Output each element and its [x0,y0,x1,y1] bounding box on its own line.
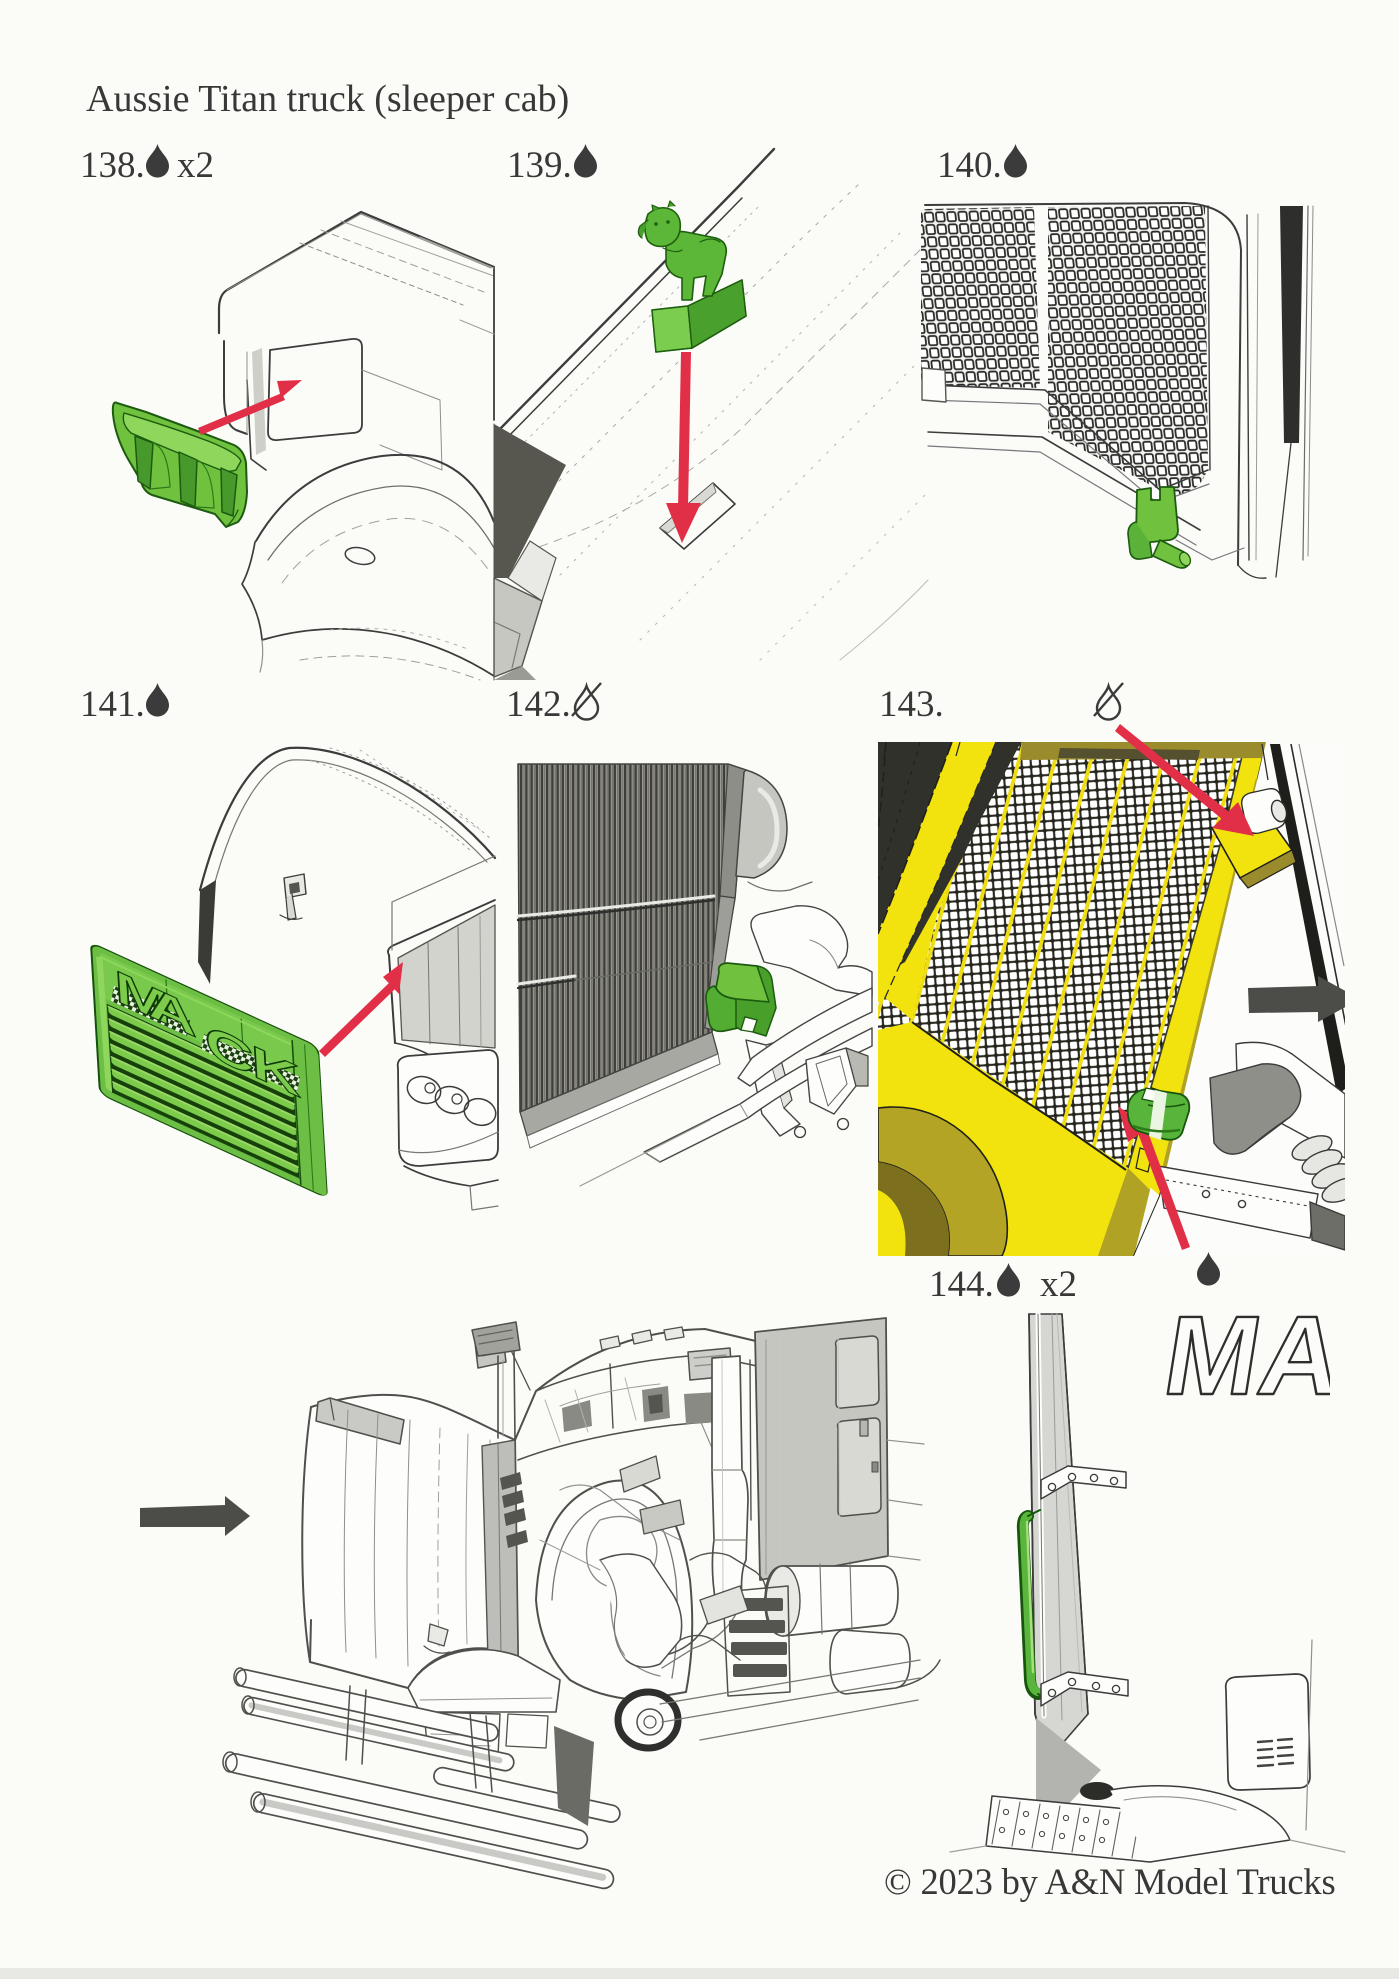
svg-text:MA: MA [1156,1293,1352,1418]
svg-text:143.: 143. [879,684,944,725]
svg-text:142.: 142. [506,684,571,725]
svg-text:x2: x2 [1040,1264,1077,1305]
svg-text:140.: 140. [937,145,1002,186]
svg-text:141.: 141. [80,684,145,725]
svg-text:x2: x2 [177,145,214,186]
svg-text:144.: 144. [929,1264,994,1305]
svg-text:© 2023 by A&N Model Trucks: © 2023 by A&N Model Trucks [884,1861,1335,1902]
svg-text:139.: 139. [507,145,572,186]
svg-text:138.: 138. [80,145,145,186]
svg-text:Aussie Titan truck (sleeper ca: Aussie Titan truck (sleeper cab) [86,78,569,120]
